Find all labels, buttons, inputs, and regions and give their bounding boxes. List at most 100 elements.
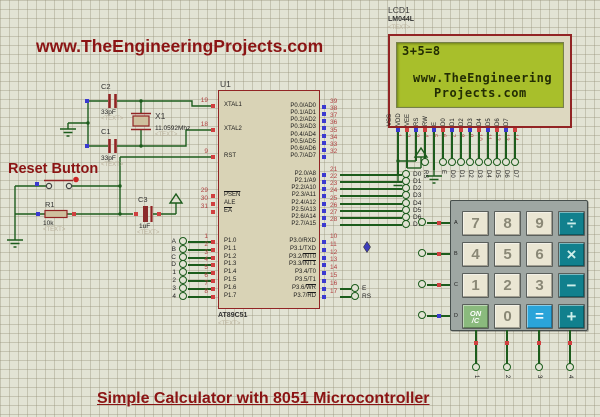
mcu-pin-number: 1 [204, 233, 208, 240]
mcu-pin-name: P1.6 [224, 285, 237, 291]
mcu-pin-name: P0.6/AD6 [290, 146, 316, 152]
c3-text-placeholder: <TEXT> [137, 230, 160, 236]
keypad-row-label: C [454, 282, 458, 288]
mcu-pin-number: 39 [330, 98, 338, 105]
wire [505, 132, 507, 159]
terminal-D0 [448, 158, 456, 166]
mcu-pin-square [322, 148, 326, 152]
reset-push-button[interactable] [44, 176, 79, 190]
terminal-label: D0 [449, 170, 455, 178]
lcd-pin-square [432, 128, 436, 132]
wire [340, 224, 402, 226]
r1-ref: R1 [45, 200, 55, 209]
mcu-pin-square [322, 295, 326, 299]
wire [415, 132, 417, 161]
mcu-pin-number: 11 [330, 241, 337, 248]
terminal-D7 [511, 158, 519, 166]
mcu-pin-square [322, 256, 326, 260]
key-−[interactable]: − [558, 273, 585, 298]
mcu-pin-number: 16 [330, 280, 338, 287]
key-7[interactable]: 7 [462, 211, 489, 236]
mcu-pin-name: P1.1 [224, 246, 237, 252]
wire [406, 132, 408, 168]
keypad-row-square [437, 314, 441, 318]
terminal-D3 [402, 191, 410, 199]
key-3[interactable]: 3 [526, 273, 553, 298]
key-0[interactable]: 0 [494, 304, 521, 329]
mcu-pin-number: 8 [204, 288, 208, 295]
lcd-line-2: www.TheEngineering [413, 71, 553, 85]
lead-squares [35, 99, 161, 216]
key-+[interactable]: + [558, 304, 585, 329]
lcd-pin-square [486, 128, 490, 132]
lcd-pin-name: D0 [441, 118, 447, 126]
wire [340, 210, 402, 212]
wire [475, 330, 477, 364]
key-8[interactable]: 8 [494, 211, 521, 236]
mcu-pin-number: 4 [204, 256, 208, 263]
key-=[interactable]: = [526, 304, 553, 329]
mcu-pin-name: P2.6/A14 [291, 214, 316, 220]
mcu-pin-square [211, 194, 215, 198]
terminal-label: RS [362, 293, 372, 300]
lcd-pin-square [405, 128, 409, 132]
keypad-row-square [437, 221, 441, 225]
mcu-pin-square [322, 271, 326, 275]
wire [340, 188, 402, 190]
key-÷[interactable]: ÷ [558, 211, 585, 236]
lcd-pin-square [495, 128, 499, 132]
mcu-pin-square [322, 187, 326, 191]
mcu-text-placeholder: <TEXT> [218, 321, 241, 327]
r1-value: 10k [43, 220, 54, 227]
keypad-col-square [505, 341, 509, 345]
key-1[interactable]: 1 [462, 273, 489, 298]
wire [451, 132, 453, 159]
mcu-ref: U1 [220, 79, 231, 89]
mcu-pin-number: 36 [330, 119, 338, 126]
mcu-pin-name: P3.4/T0 [294, 269, 316, 275]
key-6[interactable]: 6 [526, 242, 553, 267]
crystal-symbol [131, 112, 151, 131]
mcu-pin-number: 9 [204, 148, 208, 155]
c3-value: 1uF [139, 223, 151, 230]
key-×[interactable]: × [558, 242, 585, 267]
lcd-screen [396, 42, 564, 108]
key-9[interactable]: 9 [526, 211, 553, 236]
keypad-row-label: B [454, 251, 458, 257]
terminal-label: D2 [467, 170, 473, 178]
lcd-pin-square [396, 128, 400, 132]
key-4[interactable]: 4 [462, 242, 489, 267]
mcu-pin-number: 22 [330, 173, 338, 180]
key-ON/C[interactable]: ON/C [462, 304, 489, 329]
mcu-pin-square [322, 194, 326, 198]
c3-ref: C3 [138, 195, 148, 204]
lcd-pin-name: E [432, 121, 438, 126]
key-5[interactable]: 5 [494, 242, 521, 267]
wire [188, 296, 211, 298]
keypad-row-label: D [454, 313, 458, 319]
terminal-label: D [171, 261, 176, 268]
x1-ref: X1 [155, 111, 166, 121]
page-title: Simple Calculator with 8051 Microcontrol… [97, 390, 430, 407]
keypad-col-terminal-4 [566, 363, 574, 371]
mcu-pin-number: 3 [204, 249, 208, 256]
key-2[interactable]: 2 [494, 273, 521, 298]
terminal-label: B [171, 246, 176, 253]
mcu-pin-name: P3.2/INT0 [288, 254, 316, 260]
wire [188, 257, 211, 259]
wire [340, 288, 351, 290]
c1-ref: C1 [101, 127, 111, 136]
mcu-pin-number: 33 [330, 141, 338, 148]
mcu-pin-square [211, 104, 215, 108]
terminal-A [179, 237, 187, 245]
x1-value: 11.0592Mhz [155, 125, 191, 132]
mcu-pin-name: P0.3/AD3 [290, 124, 316, 130]
lcd-pin-square [468, 128, 472, 132]
terminal-label: 3 [172, 285, 176, 292]
lcd-text-placeholder: <TEXT> [388, 25, 411, 31]
c2-value: 33pF [101, 109, 116, 116]
terminal-label: A [171, 238, 176, 245]
button-actuator-dot [73, 176, 79, 183]
mcu-pin-name: P2.4/A12 [291, 200, 316, 206]
